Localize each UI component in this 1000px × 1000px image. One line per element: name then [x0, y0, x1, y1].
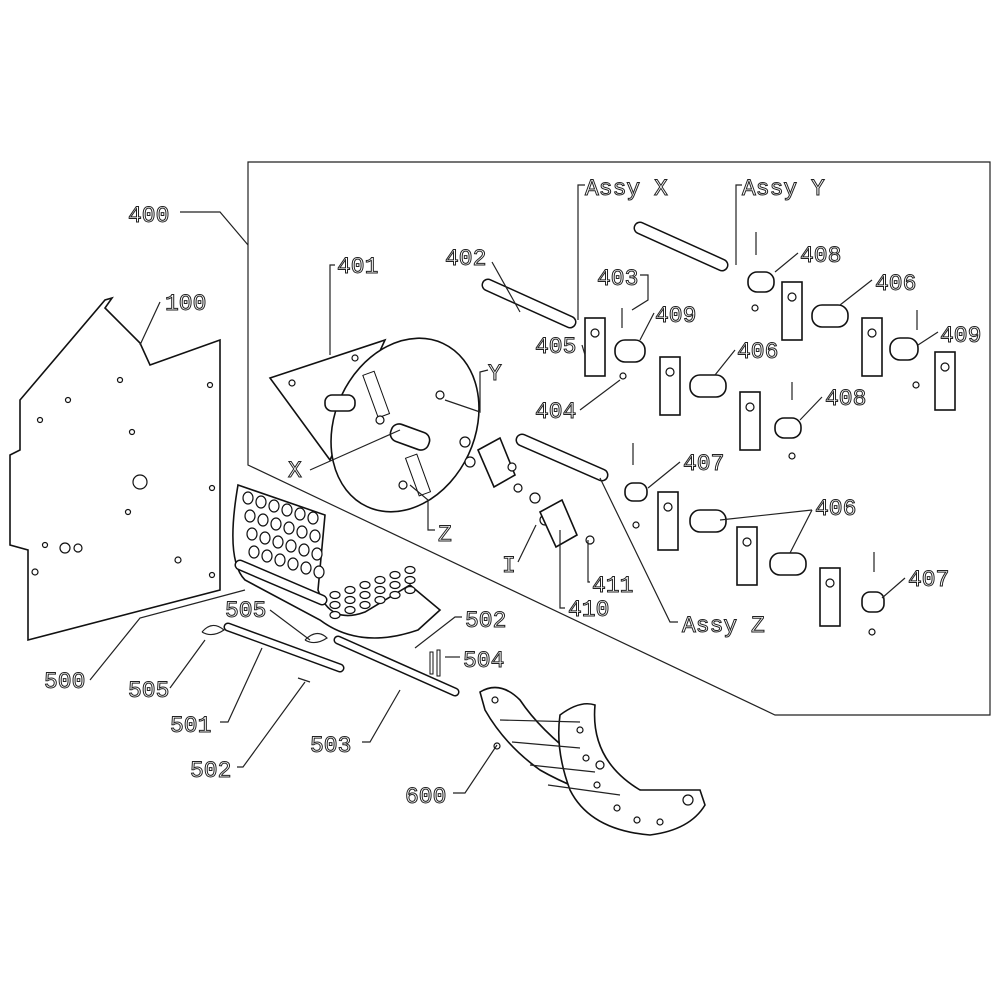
- perforation-hole: [359, 580, 371, 590]
- assy-z-shaft: [515, 433, 609, 482]
- label-assy-y: Assy Y: [742, 176, 825, 202]
- perforation-hole: [242, 491, 254, 505]
- perforation-hole: [298, 543, 310, 557]
- perforation-hole: [309, 529, 321, 543]
- perforation-hole: [329, 610, 341, 620]
- label-505: 505: [128, 678, 169, 704]
- label-500: 500: [44, 669, 85, 695]
- perforation-hole: [285, 539, 297, 553]
- part-503-rod: [333, 635, 460, 697]
- assy-y-shaft: [633, 221, 729, 272]
- label-505: 505: [225, 598, 266, 624]
- perforation-hole: [374, 575, 386, 585]
- perforation-hole: [311, 547, 323, 561]
- label-409: 409: [655, 303, 696, 329]
- label-x: X: [288, 458, 302, 484]
- label-100: 100: [165, 291, 206, 317]
- label-406: 406: [815, 496, 856, 522]
- label-z: Z: [438, 522, 452, 548]
- perforation-hole: [296, 525, 308, 539]
- perforation-hole: [268, 499, 280, 513]
- part-401-hopper-disc: [268, 337, 480, 513]
- label-assy-x: Assy X: [585, 176, 668, 202]
- perforation-hole: [259, 531, 271, 545]
- perforation-hole: [404, 585, 416, 595]
- perforation-hole: [246, 527, 258, 541]
- pins-502-504-505: [201, 624, 441, 683]
- perforation-hole: [359, 590, 371, 600]
- spacers: [614, 271, 919, 613]
- perforation-hole: [374, 585, 386, 595]
- perforation-hole: [294, 507, 306, 521]
- perforation-hole: [359, 600, 371, 610]
- label-y: Y: [488, 361, 502, 387]
- label-402: 402: [445, 246, 486, 272]
- label-406: 406: [875, 271, 916, 297]
- part-100-side-plate: [9, 296, 221, 642]
- label-503: 503: [310, 733, 351, 759]
- part-600-cradle: [479, 686, 706, 836]
- label-504: 504: [463, 648, 504, 674]
- label-405: 405: [535, 334, 576, 360]
- label-502: 502: [465, 608, 506, 634]
- label-409: 409: [940, 323, 981, 349]
- perforation-hole: [389, 570, 401, 580]
- perforation-hole: [313, 565, 325, 579]
- label-411: 411: [592, 573, 633, 599]
- label-410: 410: [568, 597, 609, 623]
- perforation-hole: [374, 595, 386, 605]
- perforation-hole: [257, 513, 269, 527]
- label-408: 408: [800, 243, 841, 269]
- label-401: 401: [337, 254, 378, 280]
- label-600: 600: [405, 784, 446, 810]
- label-404: 404: [535, 399, 576, 425]
- perforation-hole: [389, 580, 401, 590]
- perforation-hole: [281, 503, 293, 517]
- label-407: 407: [683, 451, 724, 477]
- perforation-hole: [344, 605, 356, 615]
- perforation-hole: [307, 511, 319, 525]
- label-assy-z: Assy Z: [682, 613, 765, 639]
- perforation-hole: [329, 590, 341, 600]
- perforation-hole: [404, 565, 416, 575]
- perforation-hole: [344, 585, 356, 595]
- perforation-hole: [389, 590, 401, 600]
- perforation-hole: [244, 509, 256, 523]
- part-labels: 400 100 401 402 Assy X Assy Y 403 408 40…: [44, 176, 982, 811]
- part-402-shaft: [481, 278, 577, 329]
- perforation-hole: [261, 549, 273, 563]
- label-i: I: [502, 553, 516, 579]
- part-501-rod: [223, 622, 345, 673]
- perforation-hole: [404, 575, 416, 585]
- leader-lines: [89, 184, 939, 794]
- label-501: 501: [170, 713, 211, 739]
- label-502: 502: [190, 758, 231, 784]
- perforation-hole: [274, 553, 286, 567]
- label-407: 407: [908, 567, 949, 593]
- part-500-roller: [234, 559, 328, 606]
- part-500-perforated-screen: [232, 483, 442, 639]
- perforation-hole: [255, 495, 267, 509]
- perforation-hole: [248, 545, 260, 559]
- perforation-hole: [344, 595, 356, 605]
- perforation-hole: [270, 517, 282, 531]
- label-400: 400: [128, 203, 169, 229]
- label-406: 406: [737, 339, 778, 365]
- perforation-hole: [300, 561, 312, 575]
- perforation-hole: [329, 600, 341, 610]
- assembly-400-boundary: [247, 161, 991, 716]
- perforation-hole: [283, 521, 295, 535]
- perforation-hole: [272, 535, 284, 549]
- blades-405: [584, 281, 956, 627]
- label-403: 403: [597, 266, 638, 292]
- bolts-and-nuts: [459, 232, 920, 636]
- label-408: 408: [825, 386, 866, 412]
- perforation-hole: [287, 557, 299, 571]
